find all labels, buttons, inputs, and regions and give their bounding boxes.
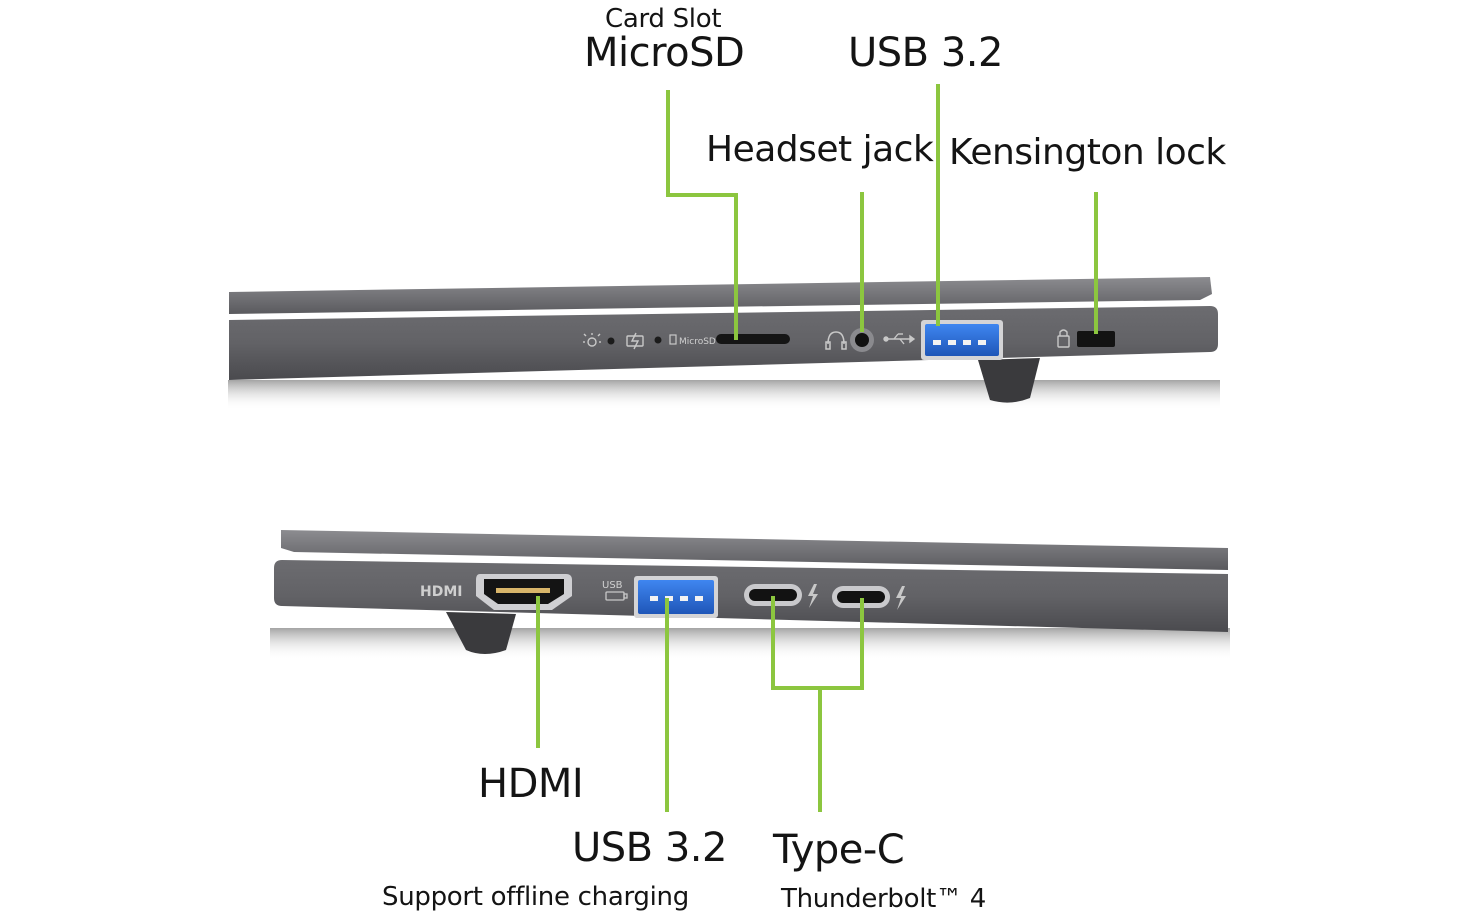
battery-led <box>654 336 662 344</box>
bottom-usb-port <box>638 580 714 614</box>
callout-lines <box>536 84 1098 812</box>
bottom-laptop-shadow <box>270 628 1230 660</box>
bottom-laptop-foot <box>446 612 516 654</box>
hdmi-pins <box>496 588 550 593</box>
usb-sub-label: Support offline charging <box>382 882 689 912</box>
battery-charge-icon <box>626 332 644 350</box>
headset-icon <box>825 331 847 350</box>
usb-icon <box>883 333 916 345</box>
top-usb-pins <box>933 340 986 345</box>
typec-port-2 <box>837 591 885 603</box>
kensington-label: Kensington lock <box>949 132 1226 173</box>
microsd-callout <box>666 90 738 340</box>
microsd-icon <box>669 334 677 345</box>
top-usb-port <box>925 324 999 356</box>
top-laptop-lid <box>229 277 1212 314</box>
hdmi-logo: HDMI <box>420 584 462 600</box>
bottom-laptop-lid <box>281 530 1228 570</box>
typec-sub-label: Thunderbolt™ 4 <box>781 884 986 914</box>
bottom-usb-label: USB 3.2 <box>572 825 727 871</box>
bottom-laptop: HDMI USB <box>270 530 1230 660</box>
card-slot-label: Card Slot <box>605 4 722 34</box>
thunderbolt-icon <box>808 584 818 608</box>
thunderbolt-icon-2 <box>896 586 906 610</box>
power-light-icon <box>583 333 601 347</box>
top-laptop: MicroSD <box>228 277 1220 410</box>
usb-charge-icon <box>605 591 628 601</box>
kensington-slot <box>1077 331 1115 347</box>
microsd-slot <box>716 334 790 344</box>
hdmi-label: HDMI <box>478 761 584 807</box>
typec-label: Type-C <box>773 827 905 873</box>
lock-icon <box>1057 329 1070 348</box>
microsd-label: MicroSD <box>584 30 745 76</box>
microsd-engraving: MicroSD <box>679 337 716 347</box>
typec-callout <box>771 596 864 690</box>
power-led <box>607 337 615 345</box>
top-laptop-shadow <box>228 380 1220 410</box>
headset-label: Headset jack <box>706 129 934 170</box>
headset-hole <box>855 333 869 347</box>
top-laptop-foot <box>978 358 1040 403</box>
usb-engraving: USB <box>602 580 623 591</box>
top-usb-label: USB 3.2 <box>848 30 1003 76</box>
typec-port-1 <box>749 589 797 601</box>
